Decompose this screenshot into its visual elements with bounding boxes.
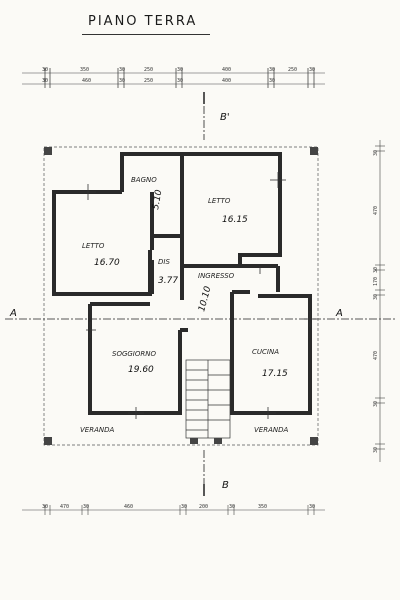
dim-top-1: 30 (42, 67, 48, 73)
section-b-bottom: B (222, 480, 229, 491)
room-label-veranda-right: VERANDA (254, 426, 288, 434)
room-area-cucina: 17.15 (262, 369, 288, 379)
dim-top2-7: 30 (269, 78, 275, 84)
dim-right-4: 170 (373, 277, 379, 286)
dim-right-5: 30 (373, 294, 379, 300)
top-dimension-labels: 30 350 30 250 30 400 30 250 30 30 460 30… (42, 67, 315, 84)
room-labels: BAGNO 5.10 LETTO 16.15 LETTO 16.70 DIS 3… (80, 176, 288, 434)
room-area-ingresso: 10.10 (197, 285, 213, 313)
dim-right-3: 30 (373, 267, 379, 273)
dim-bot-1: 30 (42, 504, 48, 510)
room-label-soggiorno: SOGGIORNO (112, 350, 156, 358)
dim-top-9: 30 (309, 67, 315, 73)
dim-top-4: 250 (144, 67, 153, 73)
dim-bot-6: 200 (199, 504, 208, 510)
dim-bot-9: 30 (309, 504, 315, 510)
dim-top-2: 350 (80, 67, 89, 73)
dim-right-2: 470 (373, 206, 379, 215)
right-dimension-labels: 30 470 30 170 30 470 30 30 (373, 150, 379, 453)
room-label-letto-left: LETTO (82, 242, 105, 250)
right-dimension-lines (375, 140, 385, 462)
dim-top-3: 30 (119, 67, 125, 73)
stairs (185, 359, 231, 439)
page-title: PIANO TERRA (88, 14, 198, 29)
dim-bot-4: 460 (124, 504, 133, 510)
bottom-dimension-lines (22, 505, 325, 515)
outer-envelope (43, 146, 319, 446)
room-label-letto-upper: LETTO (208, 197, 231, 205)
room-label-bagno: BAGNO (131, 176, 157, 184)
dim-top2-2: 460 (82, 78, 91, 84)
dim-top2-6: 400 (222, 78, 231, 84)
room-label-ingresso: INGRESSO (198, 272, 235, 280)
room-area-soggiorno: 19.60 (128, 365, 154, 375)
dim-top2-3: 30 (119, 78, 125, 84)
dim-bot-3: 30 (83, 504, 89, 510)
dim-top2-4: 250 (144, 78, 153, 84)
title-block: PIANO TERRA (82, 14, 218, 35)
section-b-top: B' (220, 112, 230, 123)
entrance-steps (190, 438, 222, 444)
room-area-dis: 3.77 (158, 276, 178, 286)
dim-top-5: 30 (177, 67, 183, 73)
bottom-dimension-labels: 30 470 30 460 30 200 30 350 30 (42, 504, 315, 510)
dim-top2-5: 30 (177, 78, 183, 84)
dim-bot-8: 350 (258, 504, 267, 510)
dim-right-7: 30 (373, 401, 379, 407)
room-area-letto-upper: 16.15 (222, 215, 248, 225)
dim-right-6: 470 (373, 351, 379, 360)
section-a-right: A (335, 308, 343, 319)
window-marks (80, 172, 316, 419)
section-a-left: A (9, 308, 17, 319)
dim-right-1: 30 (373, 150, 379, 156)
room-label-dis: DIS (158, 258, 170, 266)
room-label-cucina: CUCINA (252, 348, 279, 356)
top-dimension-lines (22, 68, 325, 88)
title-underline (82, 34, 210, 35)
dim-bot-7: 30 (229, 504, 235, 510)
dim-top-7: 30 (269, 67, 275, 73)
dim-right-8: 30 (373, 447, 379, 453)
room-label-veranda-left: VERANDA (80, 426, 114, 434)
room-area-bagno: 5.10 (151, 189, 164, 211)
dim-top-8: 250 (288, 67, 297, 73)
dim-top2-1: 30 (42, 78, 48, 84)
corner-posts (44, 147, 318, 445)
dim-bot-2: 470 (60, 504, 69, 510)
dim-bot-5: 30 (181, 504, 187, 510)
dim-top-6: 400 (222, 67, 231, 73)
room-area-letto-left: 16.70 (94, 258, 120, 268)
